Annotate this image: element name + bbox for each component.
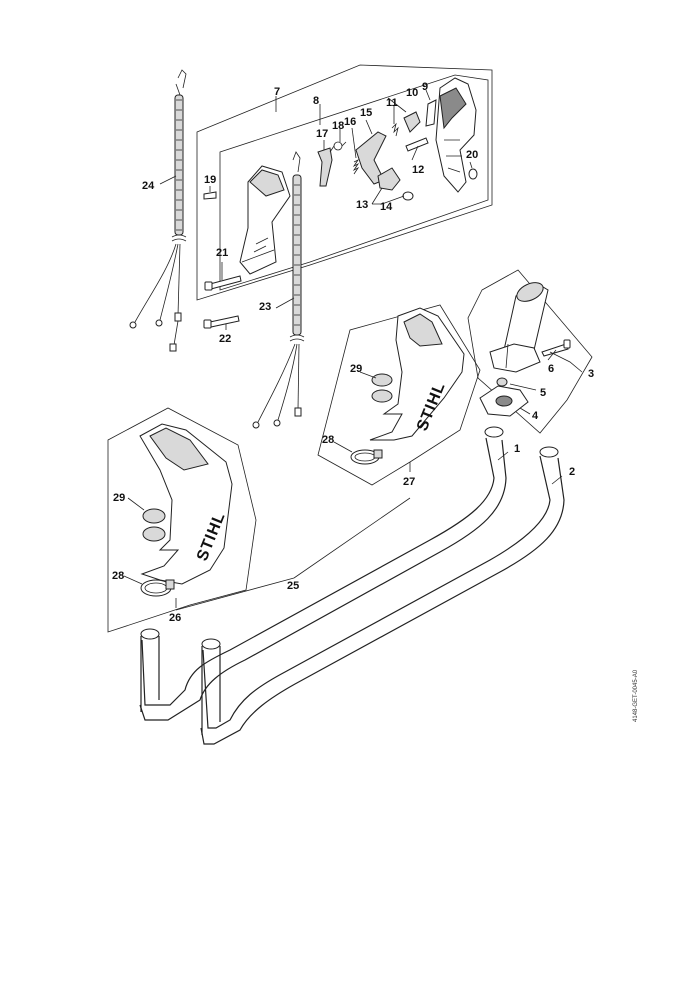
- part-label-20: 20: [466, 149, 478, 161]
- hose-clamp-28a: [140, 579, 175, 597]
- spring-11: [391, 122, 399, 137]
- part-9-small: [425, 99, 437, 127]
- part-label-14: 14: [380, 201, 393, 213]
- drawing-code: 4148-GET-0045-A0: [633, 669, 639, 722]
- part-label-15: 15: [360, 107, 372, 119]
- part-label-18: 18: [332, 120, 344, 132]
- part-label-25: 25: [287, 580, 299, 592]
- part-label-29b: 29: [350, 363, 362, 375]
- part-label-23: 23: [259, 301, 271, 313]
- part-label-27: 27: [403, 476, 415, 488]
- part-label-10: 10: [406, 87, 418, 99]
- loop-handle-grip-3: [489, 282, 549, 373]
- part-label-17: 17: [316, 128, 328, 140]
- hose-clamp-28b: [350, 449, 383, 465]
- group-box-8: [219, 74, 489, 291]
- group-box-27: [317, 304, 481, 486]
- control-handle-housing: [239, 165, 291, 275]
- screw-22: [203, 315, 240, 329]
- group-box-26: [107, 407, 257, 633]
- barrier-27: STIHL: [369, 307, 465, 441]
- part-labels: 1 2 3 4 5 6 7 8 9 10 11 12 13 14 15 16 1…: [112, 81, 594, 624]
- part-label-21: 21: [216, 247, 228, 259]
- part-label-26: 26: [169, 612, 181, 624]
- part-label-6: 6: [548, 363, 554, 375]
- pin-12: [405, 137, 429, 152]
- part-label-9: 9: [422, 81, 428, 93]
- part-label-3: 3: [588, 368, 594, 380]
- part-label-13: 13: [356, 199, 368, 211]
- interlock-lever-17: [317, 147, 333, 187]
- nut-5: [496, 377, 508, 387]
- slide-10: [403, 111, 421, 133]
- part-label-2: 2: [569, 466, 575, 478]
- part-label-19: 19: [204, 174, 216, 186]
- barrier-26: STIHL: [139, 423, 233, 585]
- clamp-4: [479, 385, 529, 417]
- screw-19: [203, 191, 217, 200]
- short-circuit-wire-23: [252, 151, 305, 429]
- spring-16: [352, 158, 360, 175]
- part-label-1: 1: [514, 443, 520, 455]
- damper-20: [468, 168, 478, 180]
- part-label-28b: 28: [322, 434, 334, 446]
- part-label-4: 4: [532, 410, 539, 422]
- group-box-7: [196, 64, 493, 301]
- part-label-5: 5: [540, 387, 546, 399]
- handlebar-2: [200, 446, 565, 745]
- throttle-trigger-15: [355, 131, 387, 185]
- part-label-16: 16: [344, 116, 356, 128]
- torsion-spring-18: [329, 141, 347, 153]
- leader-lines: [123, 89, 583, 611]
- spring-14: [402, 191, 414, 201]
- part-label-11: 11: [386, 97, 398, 109]
- part-label-8: 8: [313, 95, 319, 107]
- part-label-29a: 29: [113, 492, 125, 504]
- handle-half-shell-9: [435, 77, 477, 193]
- part-label-22: 22: [219, 333, 231, 345]
- screw-6: [541, 339, 571, 357]
- screw-21: [204, 275, 242, 291]
- part-label-28a: 28: [112, 570, 124, 582]
- part-label-12: 12: [412, 164, 424, 176]
- switch-13: [377, 167, 401, 191]
- part-label-24: 24: [142, 180, 155, 192]
- part-label-7: 7: [274, 86, 280, 98]
- throttle-cable-24: [129, 69, 187, 352]
